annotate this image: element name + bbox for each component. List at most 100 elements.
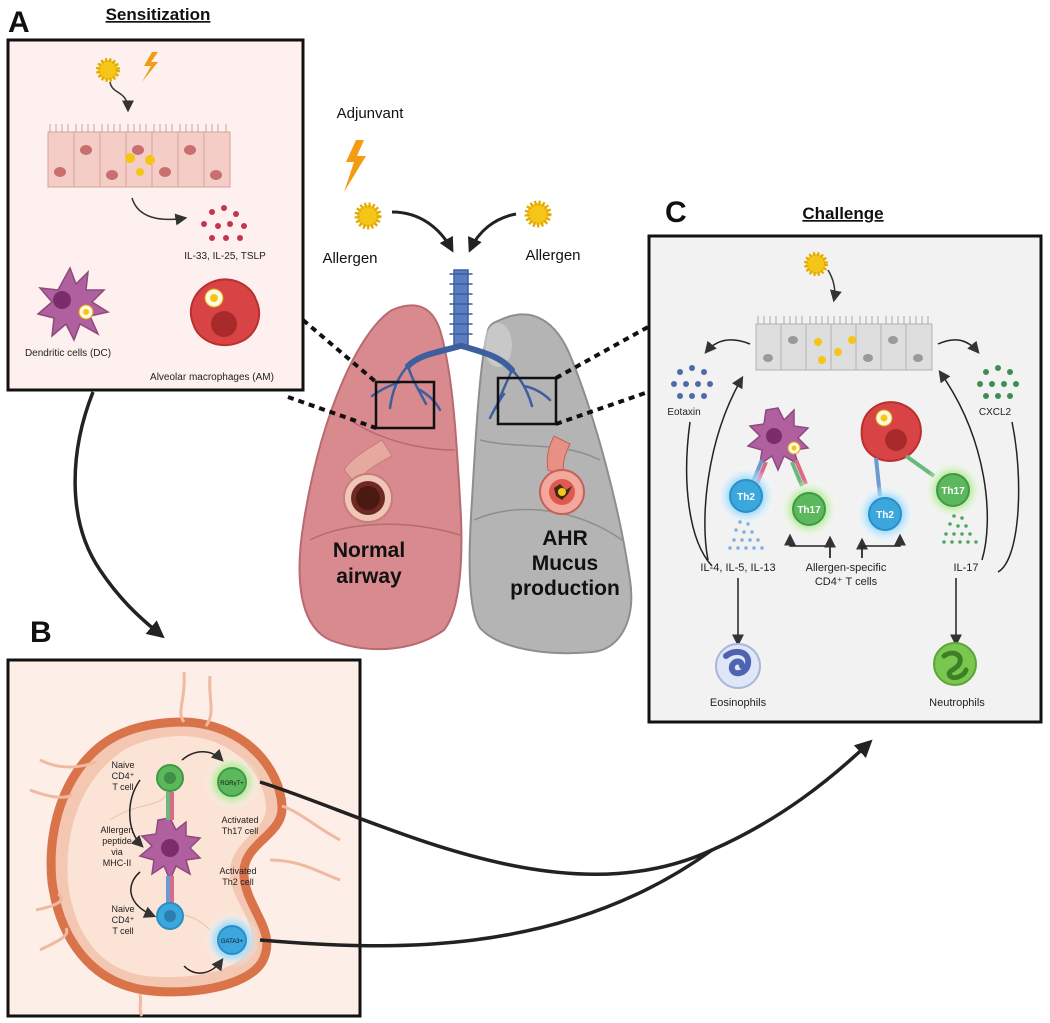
dendritic-cell-icon bbox=[36, 266, 110, 342]
il17-label: IL-17 bbox=[953, 562, 978, 574]
panel-c-title: Challenge bbox=[802, 204, 883, 223]
am-label: Alveolar macrophages (AM) bbox=[150, 372, 274, 383]
peptide-line1: Allergen bbox=[100, 825, 133, 835]
ahr-line1: AHR bbox=[542, 527, 588, 550]
cd4-tcells-line1: Allergen-specific bbox=[806, 562, 887, 574]
alveolar-macrophage-icon bbox=[189, 278, 261, 347]
naive-bottom-line2: CD4⁺ bbox=[112, 915, 135, 925]
th17-b-label: Th17 bbox=[941, 486, 965, 497]
panel-a-frame bbox=[6, 38, 305, 392]
ahr-airway-crosssection-icon bbox=[539, 435, 585, 515]
center-lungs: Adjunvant Allergen Allergen bbox=[287, 105, 649, 655]
activated-th17-cell-icon bbox=[217, 767, 247, 797]
cd4-tcells-line2: CD4⁺ T cells bbox=[815, 576, 878, 588]
normal-airway-crosssection-icon bbox=[343, 439, 393, 523]
naive-top-line2: CD4⁺ bbox=[112, 771, 135, 781]
naive-cd4-bottom-nucleus bbox=[164, 910, 176, 922]
th2-a-label: Th2 bbox=[737, 492, 755, 503]
adjuvant-lightning-icon bbox=[142, 52, 158, 82]
challenge-dc-icon bbox=[746, 407, 810, 472]
a-to-b-arrow bbox=[73, 391, 165, 639]
challenge-am-icon bbox=[860, 401, 922, 462]
dc-label: Dendritic cells (DC) bbox=[25, 348, 111, 359]
allergen-icon bbox=[96, 58, 120, 82]
cytokine-release-arrow bbox=[131, 197, 188, 226]
panel-c-letter: C bbox=[665, 196, 687, 229]
panel-a-title: Sensitization bbox=[106, 5, 211, 24]
peptide-line2: peptide bbox=[102, 836, 132, 846]
activated-th17-line2: Th17 cell bbox=[222, 826, 259, 836]
adjuvant-label: Adjunvant bbox=[337, 105, 405, 122]
zoom-box-normal bbox=[374, 380, 436, 430]
activated-th17-line1: Activated bbox=[221, 815, 258, 825]
th17-cytokine-dots-icon bbox=[942, 514, 978, 544]
neutrophils-label: Neutrophils bbox=[929, 697, 985, 709]
normal-airway-line1: Normal bbox=[333, 539, 405, 562]
peptide-line4: MHC-II bbox=[103, 858, 132, 868]
cxcl2-release-arrow bbox=[937, 339, 980, 354]
eotaxin-dots-icon bbox=[671, 365, 713, 399]
neutrophil-icon bbox=[933, 642, 977, 686]
th2-cytokine-dots-icon bbox=[728, 520, 764, 550]
allergen-left-label: Allergen bbox=[322, 250, 377, 267]
naive-mhc-bonds-icon bbox=[166, 792, 174, 904]
eosinophil-icon bbox=[715, 643, 761, 689]
naive-cd4-top-nucleus bbox=[164, 772, 176, 784]
activated-th2-line2: Th2 cell bbox=[222, 877, 254, 887]
airway-tree-icon bbox=[370, 269, 552, 420]
naive-bottom-line3: T cell bbox=[112, 926, 133, 936]
challenge-allergen-icon bbox=[804, 252, 828, 276]
activated-th2-line1: Activated bbox=[219, 866, 256, 876]
il4-il5-il13-label: IL-4, IL-5, IL-13 bbox=[700, 562, 775, 574]
cytokines-label: IL-33, IL-25, TSLP bbox=[184, 251, 266, 262]
th17-b-cell-icon bbox=[936, 473, 970, 507]
main-connector-arrows bbox=[73, 391, 873, 948]
panel-a: A Sensitization bbox=[6, 5, 305, 392]
challenge-feedback-arrows bbox=[685, 370, 1020, 647]
naive-bottom-line1: Naive bbox=[111, 904, 134, 914]
zoom-lines-c bbox=[555, 325, 649, 426]
peptide-line3: via bbox=[111, 847, 123, 857]
center-allergen-left-icon bbox=[354, 202, 382, 230]
zoom-lines-a bbox=[287, 318, 378, 430]
th2-b-label: Th2 bbox=[876, 510, 894, 521]
cxcl2-dots-icon bbox=[977, 365, 1019, 399]
panel-a-letter: A bbox=[8, 6, 30, 39]
th17-a-label: Th17 bbox=[797, 505, 821, 516]
panel-b: B R bbox=[6, 616, 362, 1018]
panel-b-activation-arrows bbox=[129, 748, 224, 974]
zoom-box-ahr bbox=[496, 376, 558, 426]
panel-b-letter: B bbox=[30, 616, 52, 649]
b-th2-to-c-arrow bbox=[259, 848, 714, 948]
epithelium-icon bbox=[47, 124, 231, 188]
th17-a-cell-icon bbox=[792, 492, 826, 526]
center-adjuvant-lightning-icon bbox=[344, 140, 366, 192]
naive-top-line3: T cell bbox=[112, 782, 133, 792]
challenge-allergen-arrow bbox=[827, 269, 842, 303]
cxcl2-label: CXCL2 bbox=[979, 407, 1012, 418]
ahr-line2: Mucus bbox=[532, 552, 599, 575]
naive-top-line1: Naive bbox=[111, 760, 134, 770]
panel-c: C Challenge Eotaxin bbox=[647, 196, 1043, 724]
challenge-epithelium-icon bbox=[755, 316, 933, 371]
ahr-line3: production bbox=[510, 577, 620, 600]
rorgt-label: RORγT+ bbox=[220, 781, 244, 787]
b-to-c-arrow bbox=[259, 739, 873, 876]
th2-a-cell-icon bbox=[729, 479, 763, 513]
center-allergen-right-icon bbox=[524, 200, 552, 228]
gata3-label: GATA3+ bbox=[221, 939, 244, 945]
cytokine-dots-icon bbox=[201, 205, 247, 241]
eotaxin-release-arrow bbox=[704, 339, 751, 354]
normal-airway-line2: airway bbox=[336, 565, 402, 588]
eosinophils-label: Eosinophils bbox=[710, 697, 767, 709]
allergen-left-arrow bbox=[391, 210, 454, 253]
activated-th2-cell-icon bbox=[217, 925, 247, 955]
allergen-right-label: Allergen bbox=[525, 247, 580, 264]
allergen-arrow bbox=[109, 81, 134, 113]
cd4-pointer-arrows bbox=[784, 533, 906, 558]
allergen-peptide-dc-icon bbox=[138, 817, 202, 882]
eotaxin-label: Eotaxin bbox=[667, 407, 700, 418]
th2-b-cell-icon bbox=[868, 497, 902, 531]
allergen-right-arrow bbox=[468, 212, 517, 253]
